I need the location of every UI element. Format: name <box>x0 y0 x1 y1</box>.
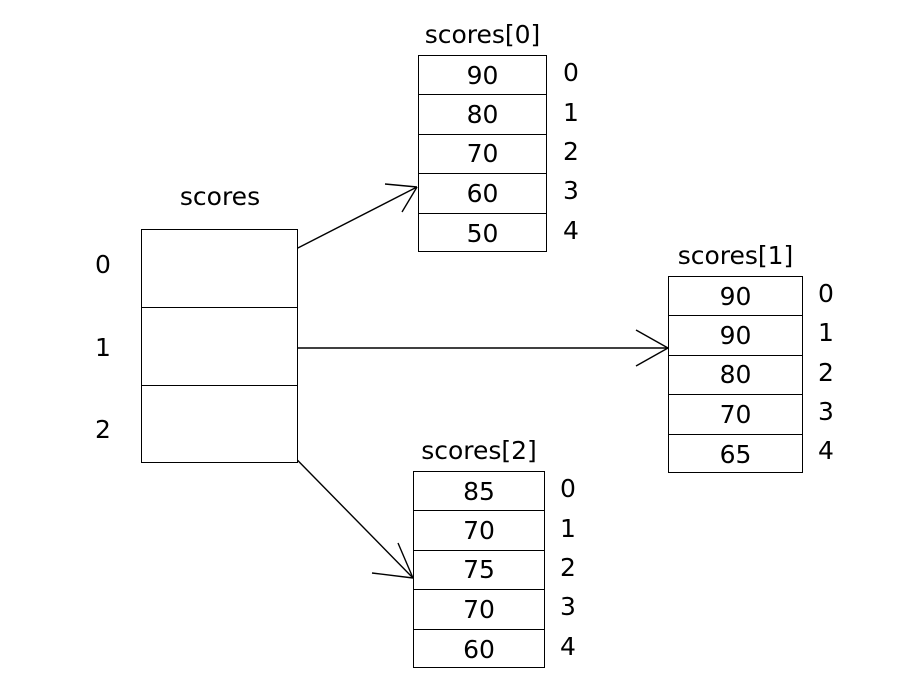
sub-array-0-index: 3 <box>563 176 579 205</box>
sub-array-2-cell[interactable]: 85 <box>414 472 544 512</box>
root-array-index: 1 <box>95 333 111 362</box>
sub-array-0-cell[interactable]: 50 <box>466 218 499 248</box>
root-array-index: 2 <box>95 415 111 444</box>
pointer-arrow-1 <box>249 329 669 367</box>
sub-array-2-index: 0 <box>560 474 576 503</box>
sub-array-0-index: 1 <box>563 98 579 127</box>
sub-array-1-box: 90 90 80 70 65 <box>668 276 803 473</box>
sub-array-0-cell[interactable]: 70 <box>419 135 546 175</box>
root-array-cell[interactable] <box>142 308 297 386</box>
sub-array-2-box: 85 70 75 70 60 <box>413 471 545 668</box>
sub-array-2-label: scores[2] <box>421 436 537 465</box>
sub-array-2-index: 3 <box>560 592 576 621</box>
sub-array-1-label: scores[1] <box>677 241 794 270</box>
sub-array-0-cell[interactable]: 60 <box>419 174 546 214</box>
root-array-cell[interactable] <box>142 386 297 464</box>
sub-array-2-cell[interactable]: 70 <box>414 511 544 551</box>
sub-array-0-cell[interactable]: 80 <box>419 95 546 135</box>
sub-array-1-cell[interactable]: 70 <box>669 395 802 435</box>
root-array-cell[interactable] <box>142 230 297 308</box>
sub-array-1-cell[interactable]: 65 <box>719 439 752 469</box>
sub-array-0-index: 2 <box>563 137 579 166</box>
sub-array-1-index: 4 <box>818 436 834 465</box>
sub-array-2-cell[interactable]: 75 <box>414 551 544 591</box>
sub-array-1-index: 2 <box>818 358 834 387</box>
sub-array-2-cell[interactable]: 70 <box>414 590 544 630</box>
sub-array-0-cell[interactable]: 90 <box>419 56 546 96</box>
sub-array-0-box: 90 80 70 60 50 <box>418 55 547 252</box>
sub-array-2-cell[interactable]: 60 <box>463 634 495 664</box>
sub-array-2-index: 2 <box>560 553 576 582</box>
sub-array-0-label: scores[0] <box>424 20 541 49</box>
sub-array-1-cell[interactable]: 80 <box>669 356 802 396</box>
root-array-index: 0 <box>95 250 111 279</box>
sub-array-1-index: 0 <box>818 279 834 308</box>
sub-array-2-index: 4 <box>560 632 576 661</box>
sub-array-1-cell[interactable]: 90 <box>669 277 802 317</box>
sub-array-1-index: 3 <box>818 397 834 426</box>
sub-array-1-cell[interactable]: 90 <box>669 316 802 356</box>
sub-array-1-index: 1 <box>818 318 834 347</box>
sub-array-0-index: 4 <box>563 216 579 245</box>
root-array-box <box>141 229 298 463</box>
sub-array-0-index: 0 <box>563 58 579 87</box>
root-array-label: scores <box>179 182 261 211</box>
sub-array-2-index: 1 <box>560 514 576 543</box>
